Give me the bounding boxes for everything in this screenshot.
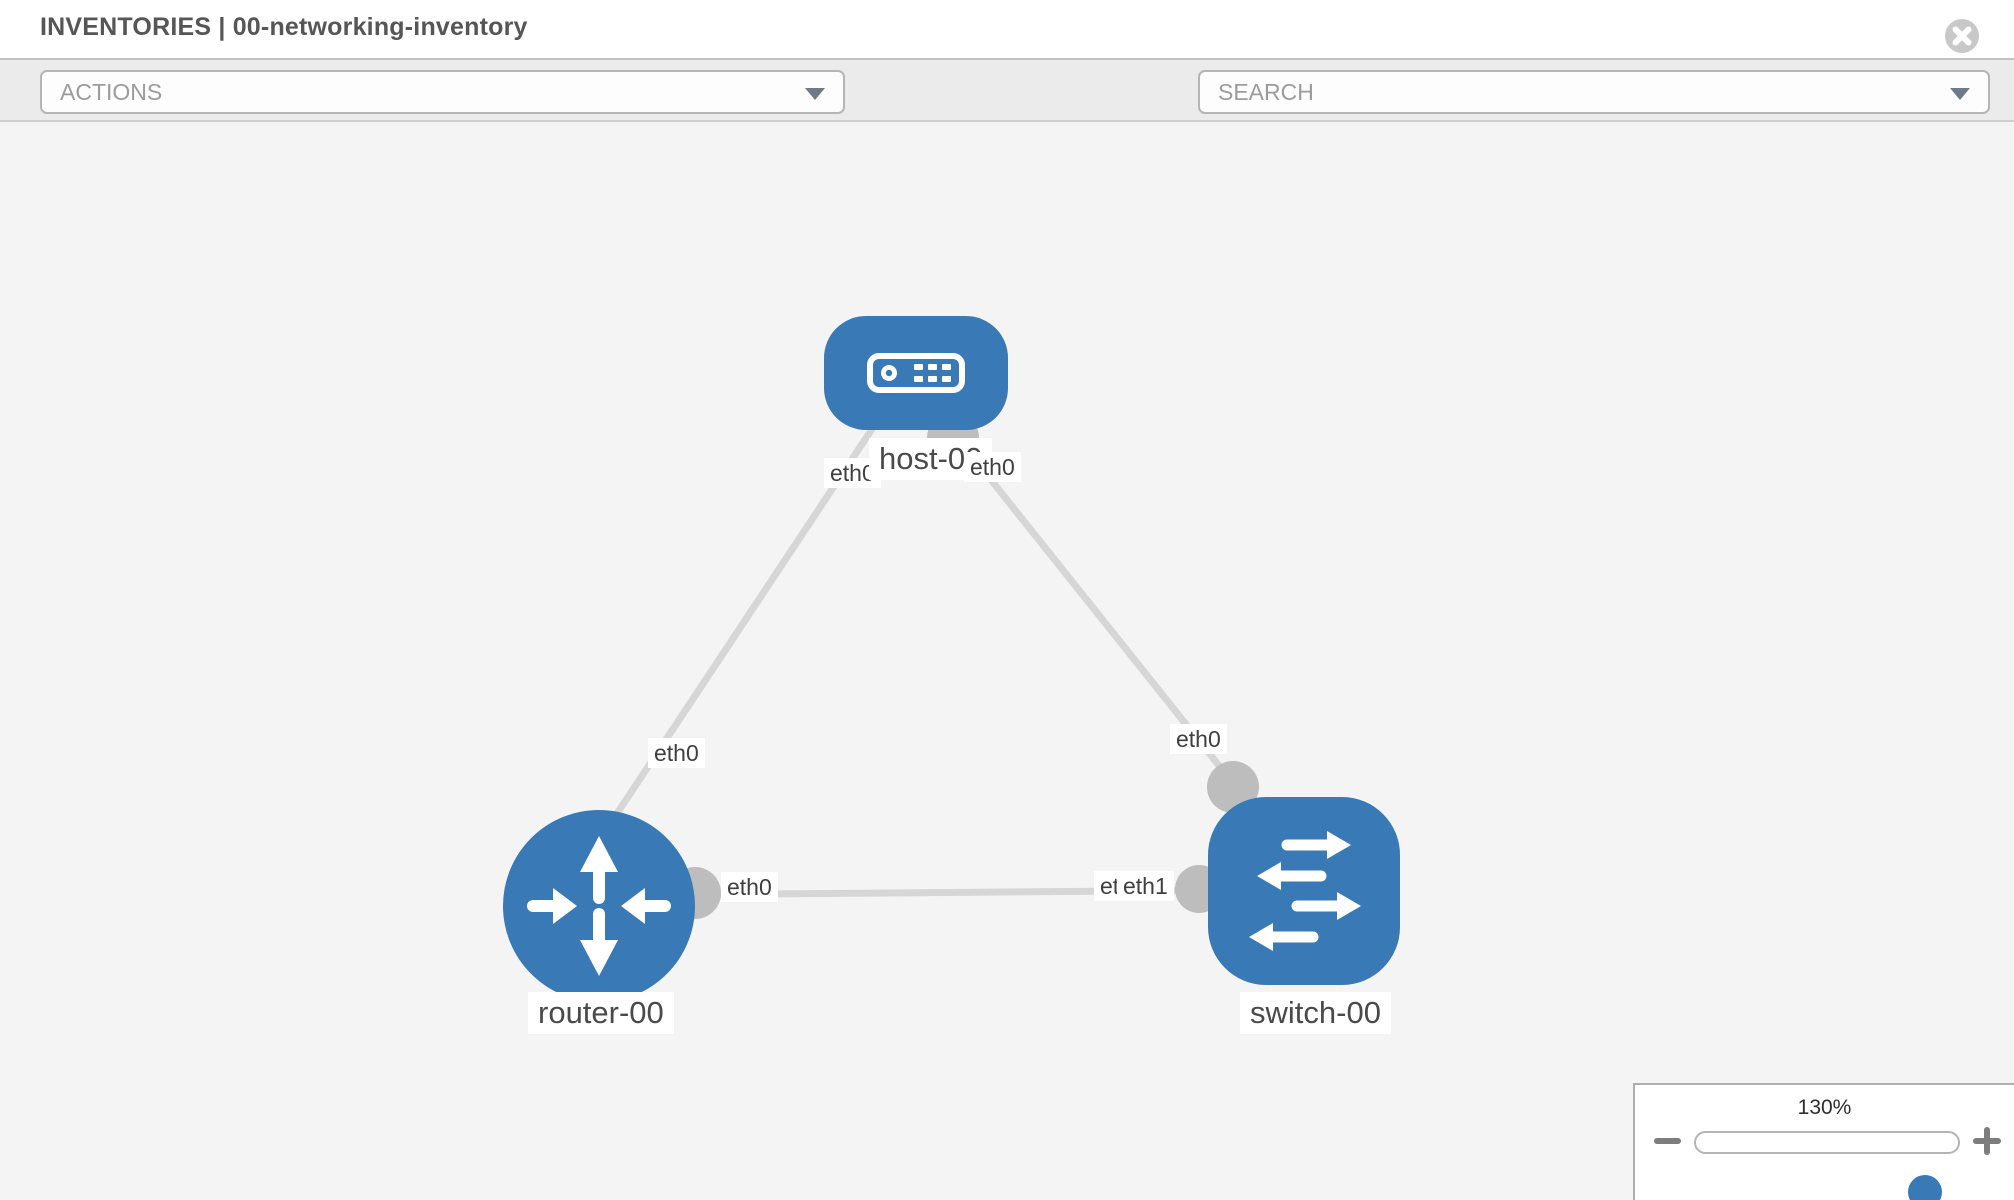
switch-icon xyxy=(1249,831,1361,951)
node-switch-00[interactable] xyxy=(1208,797,1400,985)
interface-label: eth1 xyxy=(1117,871,1174,902)
zoom-in-button[interactable]: + xyxy=(1973,1127,2001,1155)
close-icon xyxy=(1945,19,1979,53)
toolbar: ACTIONS xyxy=(0,58,2014,195)
search-dropdown[interactable] xyxy=(1198,70,1990,114)
chevron-down-icon xyxy=(1950,88,1970,100)
topology-canvas[interactable] xyxy=(0,122,2014,1200)
zoom-slider-track[interactable] xyxy=(1694,1131,1960,1200)
close-button[interactable] xyxy=(1943,17,1981,55)
interface-label: eth0 xyxy=(964,452,1021,483)
node-label-router: router-00 xyxy=(528,992,674,1034)
page-title: INVENTORIES | 00-networking-inventory xyxy=(40,13,528,41)
chevron-down-icon xyxy=(805,88,825,100)
interface-label: eth0 xyxy=(648,738,705,769)
actions-dropdown[interactable]: ACTIONS xyxy=(40,70,845,114)
interface-label: eth0 xyxy=(1170,724,1227,755)
search-input[interactable] xyxy=(1218,78,1918,106)
node-router-00[interactable] xyxy=(503,810,695,1002)
zoom-panel: 130% − + xyxy=(1633,1083,2014,1200)
router-icon xyxy=(527,836,671,976)
node-label-switch: switch-00 xyxy=(1240,992,1391,1034)
zoom-slider-handle[interactable] xyxy=(1908,1175,1942,1200)
zoom-out-button[interactable]: − xyxy=(1654,1138,1681,1144)
interface-label: eth0 xyxy=(721,872,778,903)
node-host-00[interactable] xyxy=(824,316,1008,430)
actions-dropdown-label: ACTIONS xyxy=(60,78,163,105)
header: INVENTORIES | 00-networking-inventory xyxy=(0,0,2014,58)
zoom-level-value: 130% xyxy=(1797,1096,1852,1119)
host-icon xyxy=(867,353,965,393)
